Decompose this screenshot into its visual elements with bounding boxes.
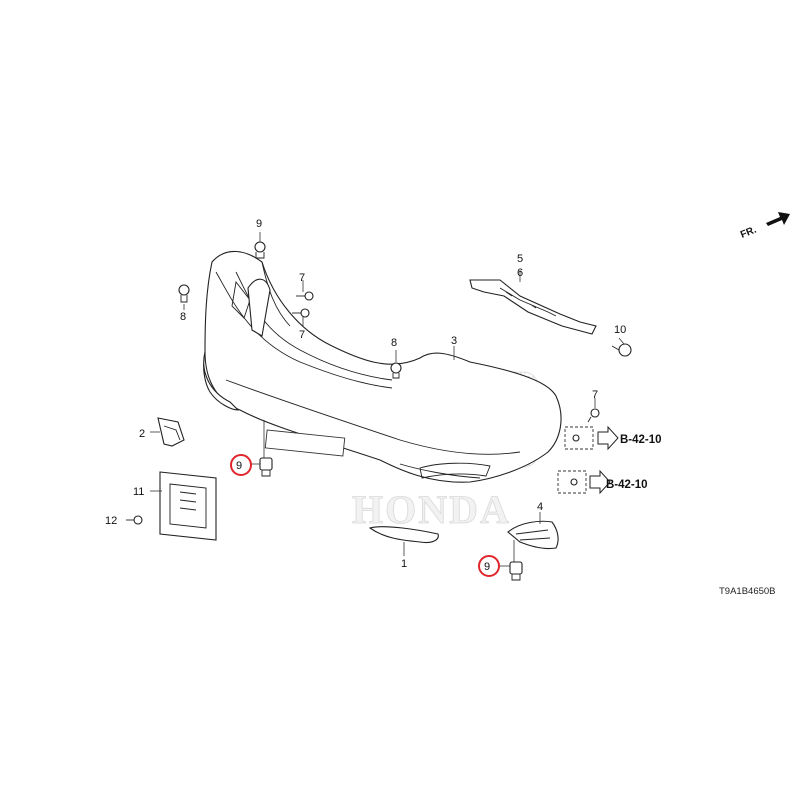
callout-4: 4 (537, 501, 543, 513)
front-label: FR. (739, 224, 758, 240)
callout-2: 2 (139, 428, 145, 440)
cross-ref-upper: B-42-10 (564, 425, 662, 451)
callout-5: 5 (517, 253, 523, 265)
clip-9-left (259, 457, 273, 477)
callout-7: 7 (592, 389, 598, 401)
callout-13: 9 (256, 218, 262, 230)
cross-ref-label: B-42-10 (606, 479, 648, 491)
callout-11: 11 (133, 486, 144, 498)
callout-12: 12 (105, 515, 117, 527)
callout-9-highlighted: 9 (484, 561, 490, 573)
front-direction-indicator: FR. (739, 212, 790, 241)
callout-6: 6 (517, 267, 523, 279)
screw-8-center (390, 362, 402, 379)
front-arrow-icon (766, 212, 790, 226)
leader-lines (150, 232, 625, 567)
callout-10: 10 (614, 324, 626, 336)
license-plate-base (159, 471, 217, 541)
screw-8-left (178, 284, 190, 303)
callout-1: 1 (401, 558, 407, 570)
fastener-clips (126, 241, 632, 581)
bumper-bracket (469, 279, 597, 335)
callout-7: 7 (299, 329, 305, 341)
callout-8: 8 (180, 311, 186, 323)
clip-9-right (509, 561, 523, 581)
screw-7-upper (296, 291, 314, 301)
highlight-ring (230, 454, 252, 476)
rear-bumper-face (203, 250, 562, 483)
callout-labels: 9 8 7 7 3 5 6 10 8 7 2 11 12 1 4 9 9 (105, 218, 626, 577)
clip-13 (254, 241, 266, 259)
bracket-part-2 (157, 417, 185, 447)
cross-ref-lower: B-42-10 (557, 469, 648, 495)
cross-ref-label: B-42-10 (620, 434, 662, 446)
highlight-ring (478, 555, 500, 577)
callout-8: 8 (391, 337, 397, 349)
screw-7-right (587, 408, 600, 423)
watermark-wordmark: HONDA (352, 487, 511, 532)
callout-9-highlighted: 9 (236, 460, 242, 472)
screw-7-lower (292, 308, 310, 318)
screw-10 (611, 343, 632, 357)
screw-12 (126, 515, 143, 525)
drawing-code: T9A1B4650B (719, 586, 776, 597)
reflector-part-1 (368, 526, 439, 544)
side-spacer-part-4 (507, 520, 559, 550)
callout-7: 7 (299, 272, 305, 284)
callout-3: 3 (451, 335, 457, 347)
